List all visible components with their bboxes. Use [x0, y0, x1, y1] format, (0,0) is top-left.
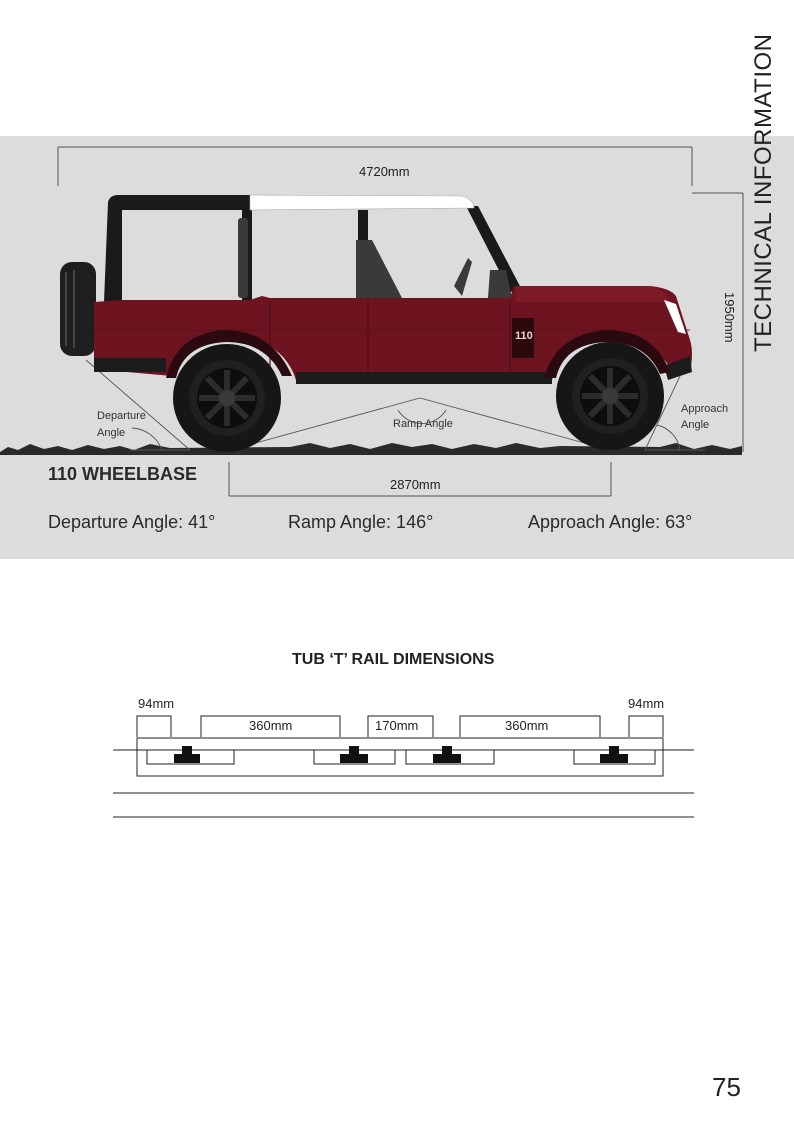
vehicle-body: [94, 286, 692, 384]
departure-angle-label-2: Angle: [97, 427, 126, 439]
front-wheel: [556, 342, 664, 450]
departure-angle-label: Departure: [97, 410, 146, 422]
rail-dim-2: 360mm: [249, 718, 293, 733]
ground: [0, 443, 742, 455]
height-dimension-line: [692, 192, 744, 452]
rail-dim-3: 170mm: [375, 718, 419, 733]
wheelbase-dimension-line: [228, 462, 612, 497]
vehicle-badge: 110: [515, 330, 533, 342]
approach-angle-label-2: Angle: [681, 419, 710, 431]
departure-angle-stat: Departure Angle: 41°: [48, 512, 216, 532]
rail-dim-1: 94mm: [138, 696, 175, 711]
page-number: 75: [712, 1072, 741, 1102]
roof: [249, 194, 475, 211]
approach-angle-label: Approach: [681, 403, 729, 415]
rail-dim-4: 360mm: [505, 718, 549, 733]
length-label: 4720mm: [359, 164, 410, 179]
wheelbase-length-label: 2870mm: [390, 477, 441, 492]
wheel-arches: [166, 330, 670, 378]
spare-wheel: [60, 262, 96, 356]
approach-angle-stat: Approach Angle: 63°: [528, 512, 693, 532]
ramp-angle-label: Ramp Angle: [393, 418, 453, 430]
rail-dim-5: 94mm: [628, 696, 665, 711]
ramp-angle-stat: Ramp Angle: 146°: [288, 512, 434, 532]
wheelbase-title: 110 WHEELBASE: [48, 464, 198, 484]
length-dimension-line: [57, 146, 693, 186]
rail-dimensions-title: TUB ‘T’ RAIL DIMENSIONS: [292, 651, 495, 668]
seats: [238, 218, 512, 298]
rear-wheel: [173, 344, 281, 452]
